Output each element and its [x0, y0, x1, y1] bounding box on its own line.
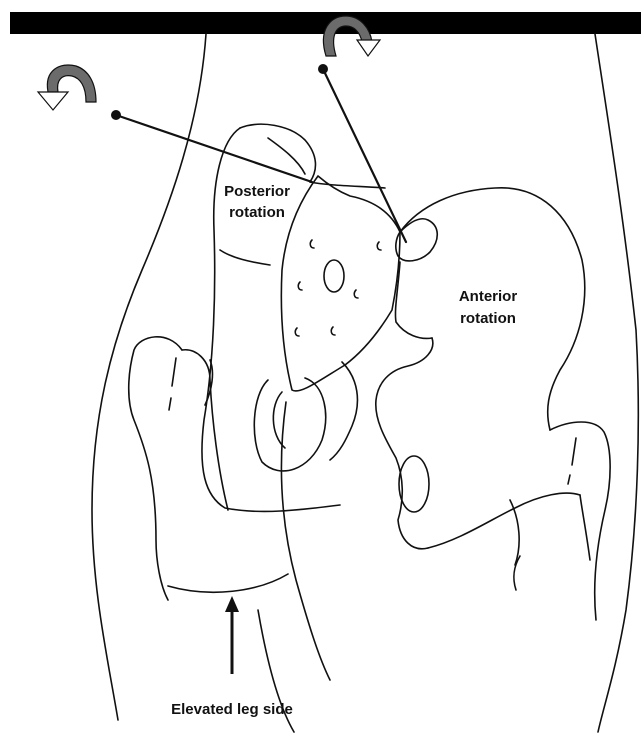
- posterior-rotation-label-line2: rotation: [229, 204, 285, 221]
- elevated-leg-arrow: [225, 596, 239, 674]
- posterior-rotation-arrow-icon: [38, 65, 96, 110]
- body-outline: [92, 34, 638, 732]
- obturator-loops: [254, 362, 357, 680]
- left-femur: [129, 337, 228, 600]
- anterior-rotation-label-line1: Anterior: [459, 288, 518, 305]
- sacrum: [281, 176, 400, 391]
- posterior-pointer: [111, 110, 312, 182]
- posterior-rotation-label-line1: Posterior: [224, 183, 290, 200]
- gluteal-crease: [168, 574, 288, 592]
- pointer-dot: [318, 64, 328, 74]
- pointer-dot: [111, 110, 121, 120]
- anterior-pointer: [318, 64, 437, 261]
- anterior-rotation-label-line2: rotation: [460, 310, 516, 327]
- elevated-leg-side-label: Elevated leg side: [171, 701, 293, 718]
- right-femur: [399, 422, 610, 620]
